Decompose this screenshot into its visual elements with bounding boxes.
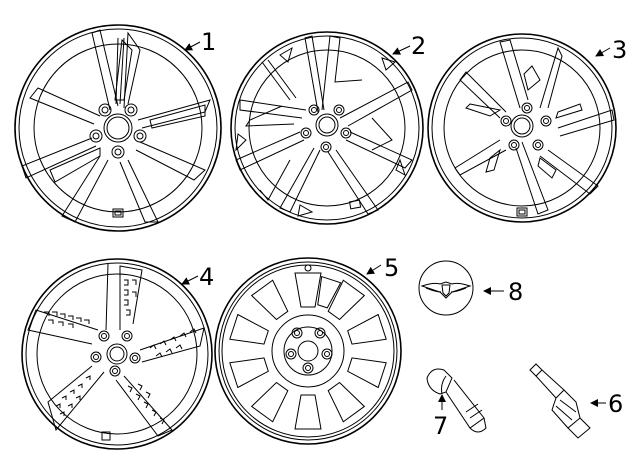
callout-5: 5 — [384, 254, 400, 282]
callout-8: 8 — [508, 278, 524, 306]
callout-1: 1 — [201, 28, 217, 56]
callout-6: 6 — [608, 390, 624, 418]
wheel-3-illustration — [427, 33, 617, 223]
center-cap-illustration — [418, 260, 474, 316]
wheel-4-illustration — [21, 258, 213, 450]
callout-2: 2 — [411, 32, 427, 60]
wheel-1-illustration — [14, 24, 222, 232]
callout-4: 4 — [199, 263, 215, 291]
wheel-2-illustration — [230, 31, 424, 225]
lug-bolt-illustration — [426, 368, 487, 433]
wheel-5-illustration — [214, 257, 402, 445]
valve-stem-illustration — [529, 363, 591, 439]
callout-3: 3 — [612, 36, 628, 64]
callout-7: 7 — [433, 412, 449, 440]
